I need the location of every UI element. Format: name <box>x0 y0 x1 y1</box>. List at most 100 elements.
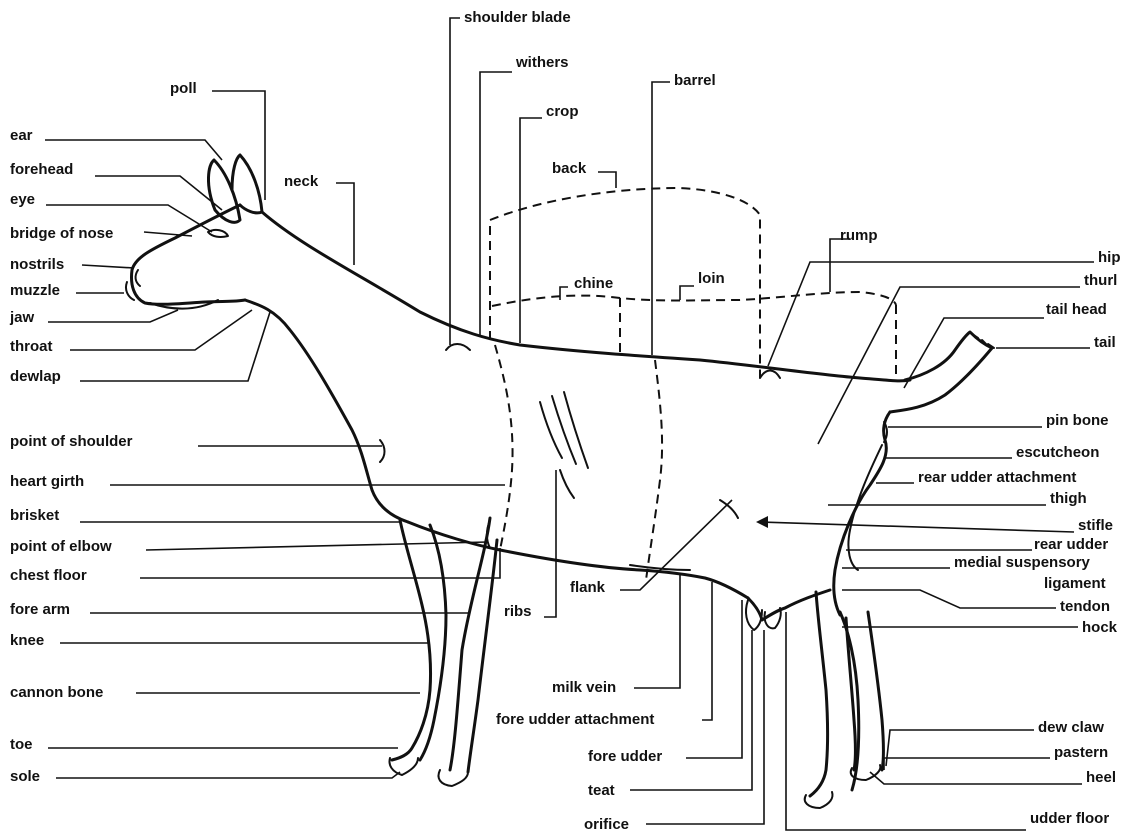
label-heel: heel <box>1086 769 1116 786</box>
label-flank: flank <box>570 579 606 596</box>
front-leg-far-back <box>468 540 497 772</box>
label-forehead: forehead <box>10 161 73 178</box>
label-dewlap: dewlap <box>10 368 61 385</box>
tail-tuft <box>972 334 994 348</box>
labels: shoulder blade withers barrel crop poll … <box>9 9 1121 833</box>
leader-stifle <box>760 522 1074 532</box>
label-thurl: thurl <box>1084 272 1117 289</box>
leader-loin <box>680 286 694 300</box>
label-hock: hock <box>1082 619 1118 636</box>
label-hip: hip <box>1098 249 1121 266</box>
rib-mark-4 <box>560 470 574 498</box>
leader-neck <box>336 183 354 265</box>
rib-mark-1 <box>540 402 562 458</box>
label-rear-udder: rear udder <box>1034 536 1108 553</box>
leader-teat <box>630 630 752 790</box>
label-escutcheon: escutcheon <box>1016 444 1099 461</box>
leader-crop <box>520 118 542 343</box>
label-thigh: thigh <box>1050 490 1087 507</box>
leader-tendon <box>842 590 1056 608</box>
leader-dew-claw <box>886 730 1034 766</box>
leader-milk-vein <box>634 575 680 688</box>
label-loin: loin <box>698 270 725 287</box>
label-fore-udder-attachment: fore udder attachment <box>496 711 654 728</box>
leader-tail-head <box>904 318 1044 388</box>
label-stifle: stifle <box>1078 517 1113 534</box>
label-brisket: brisket <box>10 507 59 524</box>
label-muzzle: muzzle <box>10 282 60 299</box>
rib-mark-3 <box>564 392 588 468</box>
leader-orifice <box>646 630 764 824</box>
label-rear-udder-attachment: rear udder attachment <box>918 469 1076 486</box>
front-hoof-far <box>439 770 469 786</box>
leader-thurl <box>818 287 1080 444</box>
label-rump: rump <box>840 227 878 244</box>
leader-flank <box>620 500 732 590</box>
leader-ribs <box>544 470 556 617</box>
hind-leg-near <box>810 592 828 796</box>
leader-chest-floor <box>140 548 500 578</box>
label-tail-head: tail head <box>1046 301 1107 318</box>
label-ribs: ribs <box>504 603 532 620</box>
rib-mark-2 <box>552 396 576 464</box>
label-heart-girth: heart girth <box>10 473 84 490</box>
leader-ear <box>45 140 222 160</box>
label-jaw: jaw <box>9 309 35 326</box>
barrel-dashes <box>646 360 662 580</box>
label-chest-floor: chest floor <box>10 567 87 584</box>
leader-lines <box>45 18 1094 830</box>
label-crop: crop <box>546 103 579 120</box>
heart-girth-dashes <box>495 345 513 550</box>
label-udder-floor: udder floor <box>1030 810 1109 827</box>
point-of-shoulder-mark <box>380 440 385 462</box>
label-fore-arm: fore arm <box>10 601 70 618</box>
label-milk-vein: milk vein <box>552 679 616 696</box>
label-fore-udder: fore udder <box>588 748 662 765</box>
label-poll: poll <box>170 80 197 97</box>
leader-nostrils <box>82 265 134 268</box>
leader-withers <box>480 72 512 335</box>
label-chine: chine <box>574 275 613 292</box>
label-throat: throat <box>10 338 53 355</box>
label-medial-suspensory: medial suspensory <box>954 554 1091 571</box>
label-nostrils: nostrils <box>10 256 64 273</box>
label-withers: withers <box>515 54 569 71</box>
leader-sole <box>56 772 400 778</box>
leader-back <box>598 172 616 188</box>
rear-outline <box>834 412 890 615</box>
label-ear: ear <box>10 127 33 144</box>
stifle-arrowhead <box>756 516 768 528</box>
label-ligament: ligament <box>1044 575 1106 592</box>
label-teat: teat <box>588 782 615 799</box>
label-orifice: orifice <box>584 816 629 833</box>
nostril-shape <box>136 270 140 286</box>
thigh-curve <box>848 445 882 570</box>
leader-jaw <box>48 310 178 322</box>
label-neck: neck <box>284 173 319 190</box>
leader-fore-udder-attachment <box>702 582 712 720</box>
label-tendon: tendon <box>1060 598 1110 615</box>
label-eye: eye <box>10 191 35 208</box>
leader-shoulder-blade <box>450 18 460 345</box>
hind-hoof <box>805 792 833 808</box>
label-dew-claw: dew claw <box>1038 719 1104 736</box>
chine-loin-dashes <box>492 292 896 306</box>
leader-throat <box>70 310 252 350</box>
label-knee: knee <box>10 632 44 649</box>
label-point-of-elbow: point of elbow <box>10 538 112 555</box>
leader-fore-udder <box>686 600 742 758</box>
front-leg-near <box>392 520 431 760</box>
leader-barrel <box>652 82 670 355</box>
label-pastern: pastern <box>1054 744 1108 761</box>
label-barrel: barrel <box>674 72 716 89</box>
leader-heel <box>870 772 1082 784</box>
leader-pastern <box>884 758 1050 770</box>
label-tail: tail <box>1094 334 1116 351</box>
label-cannon-bone: cannon bone <box>10 684 103 701</box>
neck-front-outline <box>245 300 408 522</box>
label-toe: toe <box>10 736 33 753</box>
tail-outline <box>890 332 992 412</box>
label-shoulder-blade: shoulder blade <box>464 9 571 26</box>
label-bridge-of-nose: bridge of nose <box>10 225 113 242</box>
